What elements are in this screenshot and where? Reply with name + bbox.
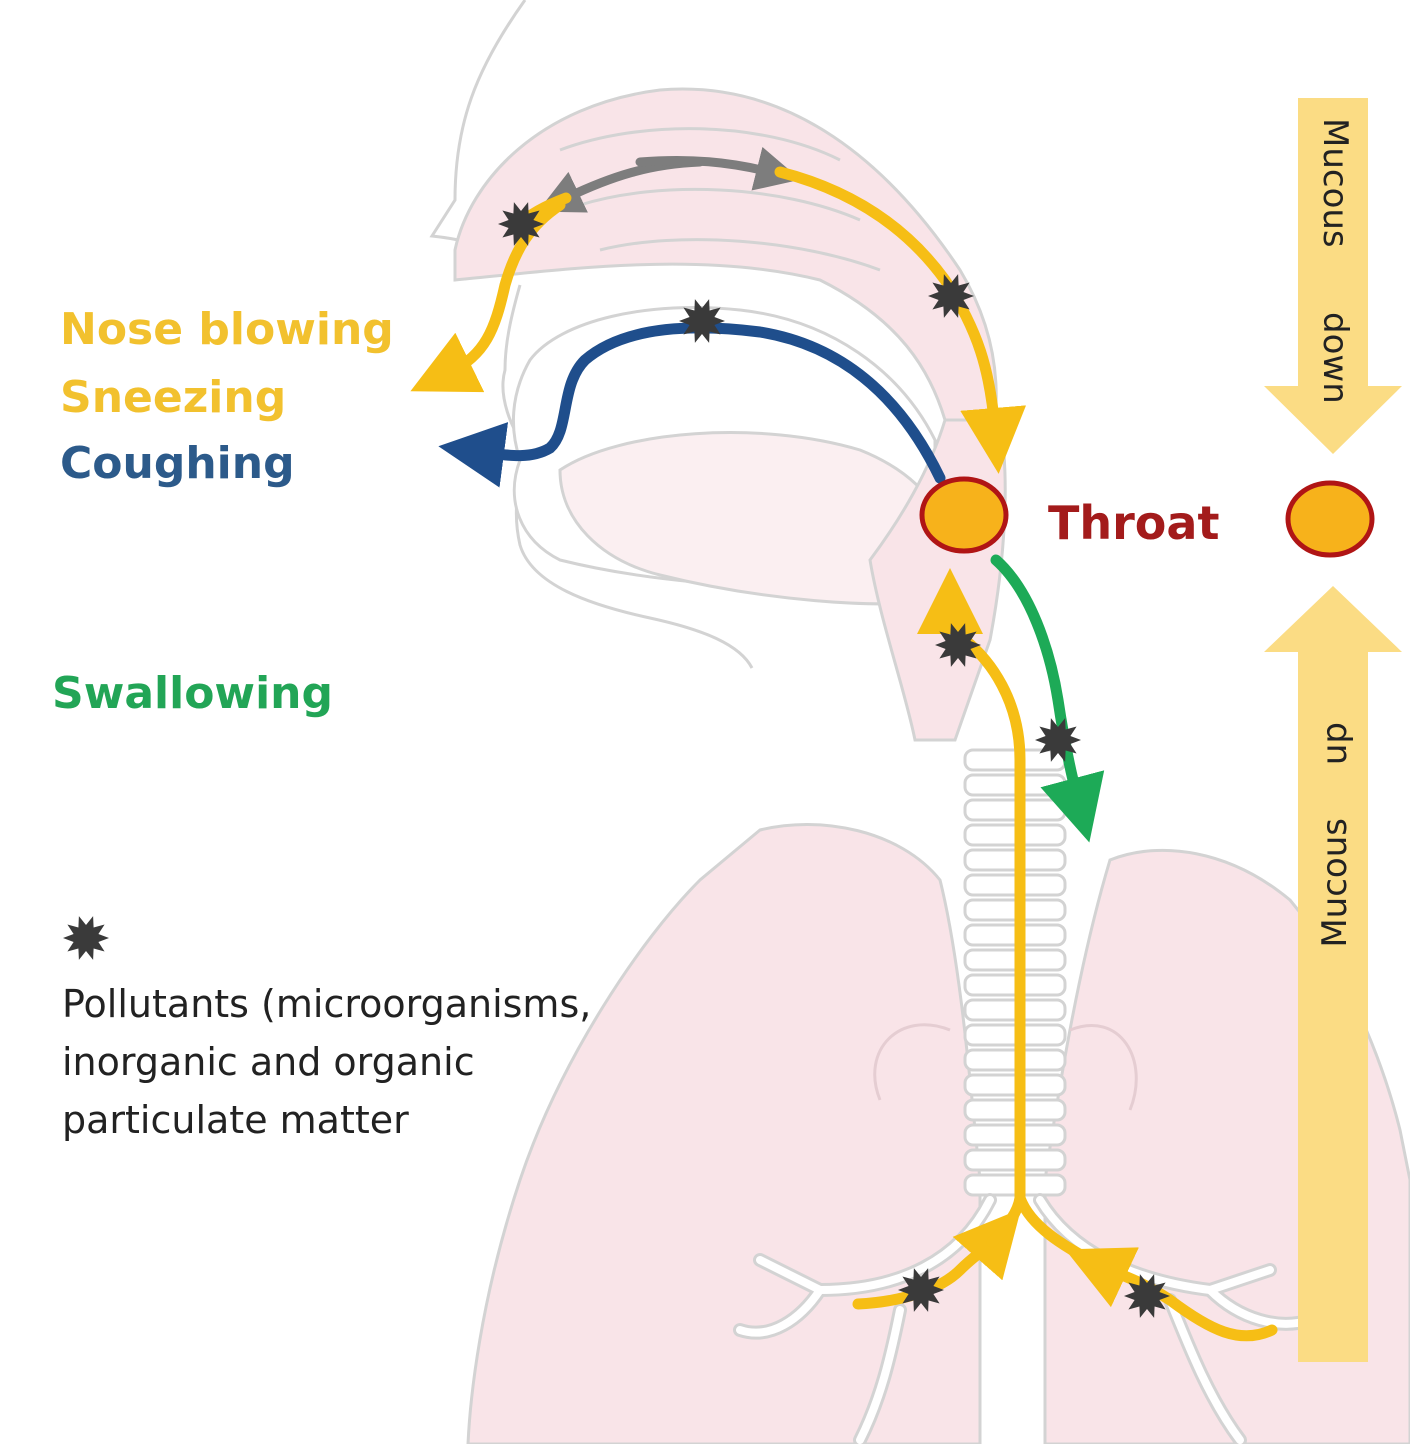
mucous-up-label-direction: up [1315,722,1355,765]
sneezing-label: Sneezing [60,372,286,423]
throat-marker-side [1288,483,1372,555]
throat-label: Throat [1048,496,1219,550]
left-lung [468,824,980,1444]
swallowing-label: Swallowing [52,668,333,719]
nose-blowing-label: Nose blowing [60,304,394,355]
anatomy-background [432,0,1410,1444]
pollutant-particle-icon [63,916,109,960]
throat-marker-main [922,479,1006,551]
mucous-down-label-direction: down [1315,312,1355,404]
legend-text-line-3: particulate matter [62,1098,409,1142]
coughing-label: Coughing [60,438,295,489]
mucous-up-label-word: Mucous [1315,818,1355,948]
mucous-down-label-word: Mucous [1315,118,1355,248]
legend-text-line-2: inorganic and organic [62,1040,475,1084]
legend-text-line-1: Pollutants (microorganisms, [62,982,591,1026]
